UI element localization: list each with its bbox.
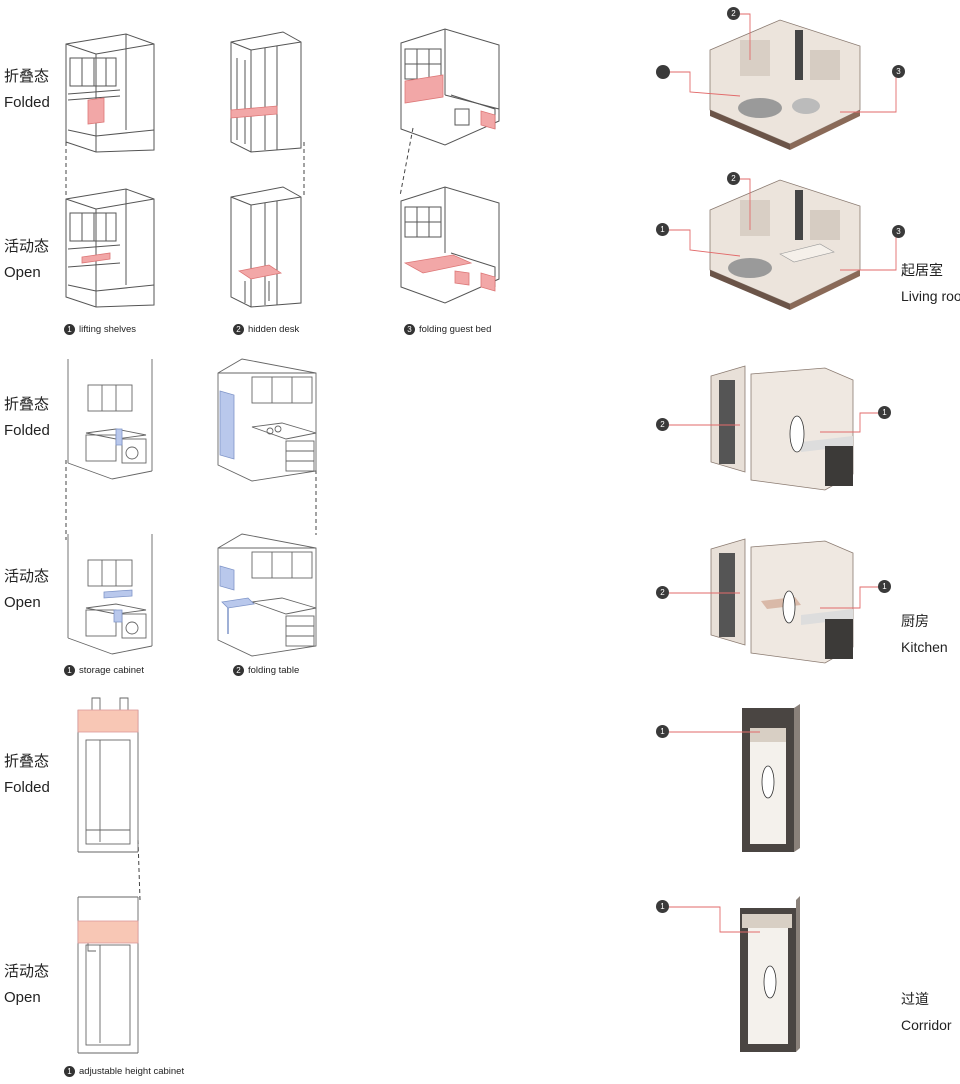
state-label-open-living: 活动态 Open xyxy=(4,238,50,281)
folding-table-open-diagram xyxy=(217,533,317,657)
callout-corridor-folded-1: 1 xyxy=(656,725,669,738)
storage-cabinet-folded-diagram xyxy=(67,359,153,480)
state-label-folded-kitchen: 折叠态 Folded xyxy=(4,396,50,439)
storage-cabinet-open-diagram xyxy=(67,534,153,655)
callout-corridor-open-1: 1 xyxy=(656,900,669,913)
callout-living-folded-2: 2 xyxy=(727,7,740,20)
lifting-shelves-open-diagram xyxy=(65,188,155,308)
lifting-shelves-folded-diagram xyxy=(65,33,155,153)
callout-kitchen-open-2: 2 xyxy=(656,586,669,599)
folding-guest-bed-folded-diagram xyxy=(400,28,500,146)
folding-guest-bed-open-diagram xyxy=(400,186,500,304)
hidden-desk-folded-diagram xyxy=(230,31,302,153)
caption-adjustable-height-cabinet: 1 adjustable height cabinet xyxy=(64,1066,184,1077)
caption-folding-table: 2 folding table xyxy=(233,665,299,676)
state-label-folded-living: 折叠态 Folded xyxy=(4,68,50,111)
caption-storage-cabinet: 1 storage cabinet xyxy=(64,665,144,676)
living-room-folded-render xyxy=(709,19,861,150)
kitchen-open-render xyxy=(710,538,854,664)
state-label-folded-corridor: 折叠态 Folded xyxy=(4,753,50,796)
room-label-living: 起居室 Living room xyxy=(901,262,960,304)
folding-table-folded-diagram xyxy=(217,358,317,482)
state-label-open-corridor: 活动态 Open xyxy=(4,963,50,1006)
callout-kitchen-folded-1: 1 xyxy=(878,406,891,419)
living-room-open-render xyxy=(709,179,861,310)
adjustable-cabinet-open-diagram xyxy=(77,896,139,1054)
caption-hidden-desk: 2 hidden desk xyxy=(233,324,299,335)
caption-lifting-shelves: 1 lifting shelves xyxy=(64,324,136,335)
kitchen-folded-render xyxy=(710,365,854,491)
hidden-desk-open-diagram xyxy=(230,186,302,308)
room-label-corridor: 过道 Corridor xyxy=(901,991,952,1033)
adjustable-cabinet-folded-diagram xyxy=(77,697,139,853)
callout-kitchen-open-1: 1 xyxy=(878,580,891,593)
corridor-open-render xyxy=(740,896,800,1052)
callout-living-folded-3: 3 xyxy=(892,65,905,78)
corridor-folded-render xyxy=(742,704,800,852)
callout-living-open-2: 2 xyxy=(727,172,740,185)
state-label-open-kitchen: 活动态 Open xyxy=(4,568,50,611)
callout-kitchen-folded-2: 2 xyxy=(656,418,669,431)
callout-living-folded-1 xyxy=(656,65,670,79)
callout-living-open-1: 1 xyxy=(656,223,669,236)
callout-living-open-3: 3 xyxy=(892,225,905,238)
room-label-kitchen: 厨房 Kitchen xyxy=(901,613,948,655)
caption-folding-guest-bed: 3 folding guest bed xyxy=(404,324,491,335)
